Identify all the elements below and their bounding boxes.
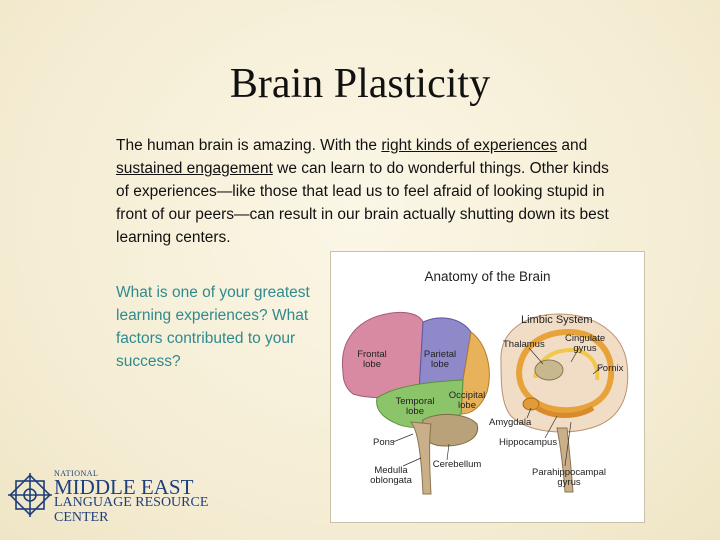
paragraph-text-2: and [557, 137, 588, 154]
logo-line-national: NATIONAL [54, 469, 99, 478]
logo-line-language-resource: LANGUAGE RESOURCE [54, 495, 209, 510]
slide-title: Brain Plasticity [229, 61, 491, 107]
limbic-system-title: Limbic System [521, 314, 593, 326]
label-pons: Pons [373, 437, 395, 448]
thalamus-shape [534, 359, 564, 381]
discussion-question: What is one of your greatest learning ex… [116, 284, 310, 370]
amygdala-shape [522, 397, 540, 411]
label-cingulate-gyrus: Cingulate gyrus [565, 333, 606, 354]
label-occipital-lobe: Occipital lobe [448, 390, 486, 411]
geometric-star-logo-icon [8, 473, 52, 517]
label-parahippocampal-gyrus: Parahippocampal gyrus [532, 467, 606, 488]
underlined-phrase-experiences: right kinds of experiences [381, 137, 558, 154]
logo-line-middle-east: MIDDLE EAST [54, 475, 194, 499]
label-medulla-oblongata: Medulla oblongata [370, 465, 412, 486]
label-amygdala: Amygdala [489, 417, 532, 428]
figure-title: Anatomy of the Brain [424, 269, 551, 284]
body-paragraph: The human brain is amazing. With the rig… [116, 134, 616, 249]
label-parietal-lobe: Parietal lobe [423, 349, 457, 370]
label-hippocampus: Hippocampus [499, 437, 558, 448]
occipital-lobe-shape [460, 331, 490, 415]
hippocampus-shape [535, 405, 595, 418]
lobes-brain [341, 311, 490, 495]
label-cerebellum: Cerebellum [432, 459, 482, 470]
nmelrc-logo: NATIONAL MIDDLE EAST LANGUAGE RESOURCE C… [8, 467, 238, 531]
underlined-phrase-engagement: sustained engagement [116, 160, 273, 177]
label-temporal-lobe: Temporal lobe [395, 396, 435, 417]
label-thalamus: Thalamus [503, 339, 545, 350]
logo-line-center: CENTER [54, 510, 109, 525]
limbic-brain [392, 313, 629, 493]
label-fornix: Fornix [597, 363, 624, 374]
paragraph-text-3: we can learn to do wonderful things. Oth… [116, 160, 609, 246]
brain-anatomy-figure: Anatomy of the Brain Limbic System Front… [330, 251, 645, 523]
brain-illustration [341, 311, 629, 495]
cingulate-gyrus-shape [515, 328, 615, 414]
label-frontal-lobe: Frontal lobe [357, 349, 387, 370]
paragraph-text-1: The human brain is amazing. With the [116, 137, 382, 154]
